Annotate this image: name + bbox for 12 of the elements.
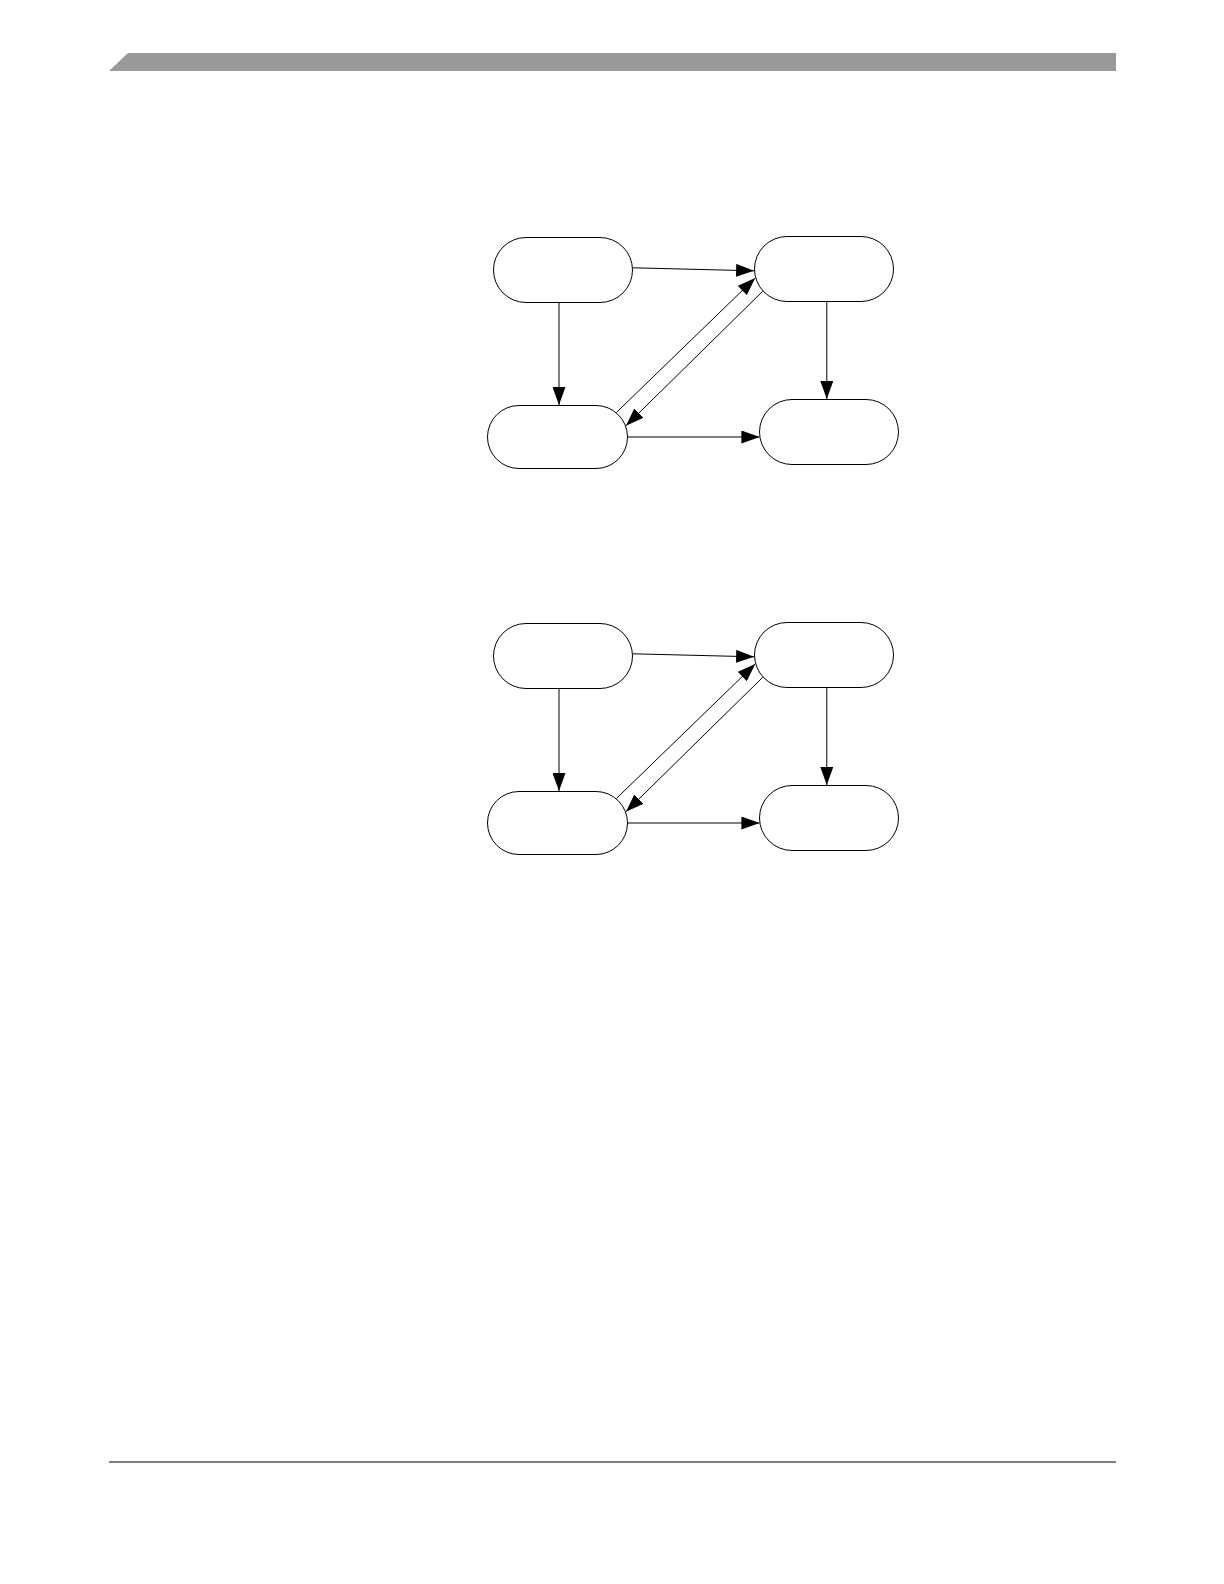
arrow <box>552 302 566 406</box>
arrow <box>616 277 756 413</box>
arrow <box>632 649 755 663</box>
arrow <box>627 816 760 830</box>
arrow <box>616 663 756 799</box>
arrow <box>552 688 566 792</box>
arrow <box>632 263 755 277</box>
arrow <box>627 430 760 444</box>
arrow <box>625 676 764 813</box>
arrow <box>625 290 764 427</box>
arrow <box>820 687 834 786</box>
arrow <box>820 301 834 400</box>
